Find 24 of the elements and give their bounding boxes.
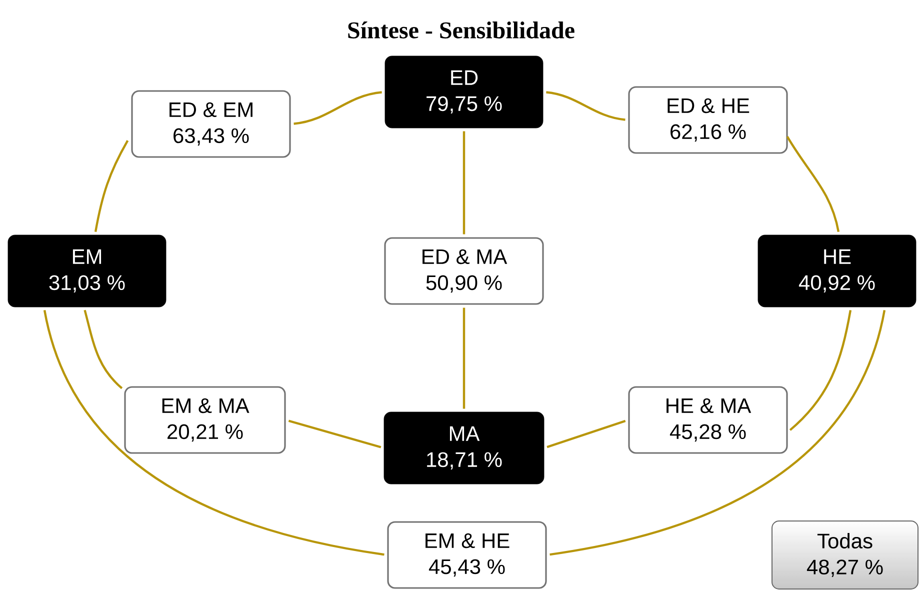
main-box: MA 18,71 % — [384, 412, 544, 484]
pair-box: ED & MA 50,90 % — [384, 237, 544, 305]
pair-box: HE & MA 45,28 % — [628, 386, 788, 454]
main-box: EM 31,03 % — [8, 234, 166, 308]
connector-line — [546, 91, 626, 121]
connector-line — [43, 310, 384, 556]
pair-box: ED & EM 63,43 % — [131, 90, 291, 158]
connector-line — [462, 131, 466, 234]
pair-box: EM & HE 45,43 % — [387, 521, 547, 589]
title: Síntese - Sensibilidade — [348, 22, 574, 38]
summary-box: Todas 48,27 % — [772, 520, 918, 590]
connector-line — [288, 420, 382, 448]
main-box: ED 79,75 % — [384, 56, 544, 128]
connector-line — [462, 308, 466, 409]
main-box: HE 40,92 % — [758, 234, 916, 308]
connector-line — [546, 420, 626, 448]
connector-line — [84, 310, 123, 390]
connector-line — [786, 136, 840, 232]
connector-line — [294, 91, 382, 125]
connector-line — [94, 140, 129, 232]
connector-line — [789, 310, 852, 431]
pair-box: EM & MA 20,21 % — [124, 386, 286, 454]
connector-line — [550, 310, 886, 556]
pair-box: ED & HE 62,16 % — [628, 86, 788, 154]
